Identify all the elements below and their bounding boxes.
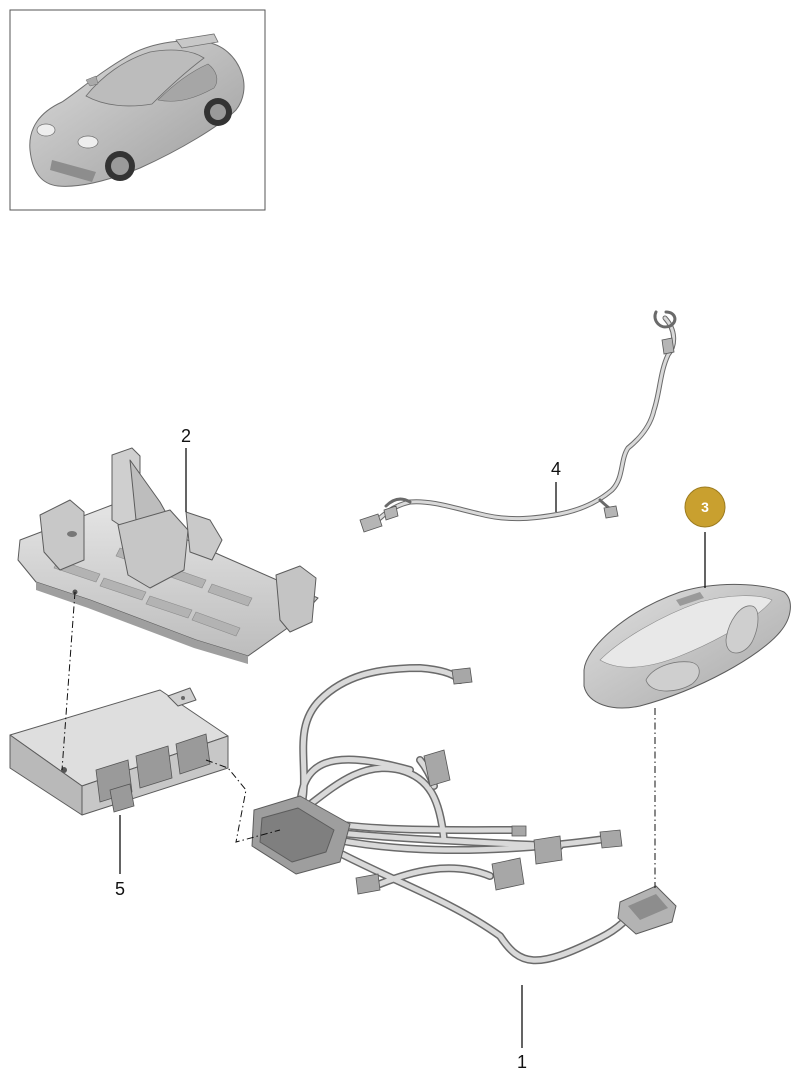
part-2-mounting-bracket[interactable]	[17, 447, 319, 664]
highlight-badge-icon	[684, 486, 726, 528]
callout-1[interactable]: 1	[517, 1052, 527, 1072]
part-4-wiring-harness[interactable]	[359, 310, 677, 533]
callout-4[interactable]: 4	[551, 459, 561, 479]
part-1-seat-harness[interactable]	[251, 664, 677, 965]
callout-2[interactable]: 2	[181, 426, 191, 446]
part-5-control-unit[interactable]	[9, 687, 229, 816]
callout-3-highlighted[interactable]: 3	[684, 486, 726, 528]
sports-car-icon	[29, 33, 245, 187]
part-3-seat-switch[interactable]	[583, 583, 791, 709]
callout-3: 3	[701, 499, 709, 515]
assembly-lines	[61, 591, 656, 888]
callout-5[interactable]: 5	[115, 879, 125, 899]
leader-lines	[119, 448, 706, 1048]
vehicle-thumbnail[interactable]	[9, 9, 266, 211]
